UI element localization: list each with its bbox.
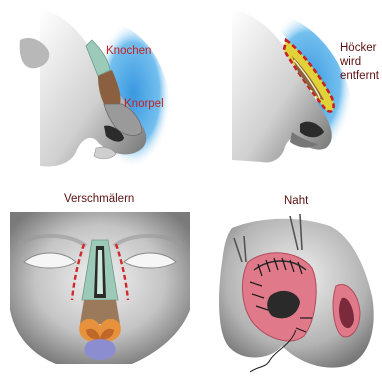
panel-top-right: [232, 10, 354, 163]
label-cartilage: Knorpel: [124, 98, 164, 111]
panel-top-left: [20, 10, 172, 168]
label-hump-line3: entfernt: [340, 70, 379, 83]
columella-frontal: [84, 339, 115, 360]
label-hump-line1: Höcker: [340, 42, 376, 55]
title-suture: Naht: [284, 195, 308, 208]
panel-bottom-left: [10, 212, 190, 364]
label-bone: Knochen: [106, 45, 151, 58]
label-hump-line2: wird: [340, 56, 361, 69]
title-narrowing: Verschmälern: [64, 193, 134, 206]
inner-bone-light: [97, 250, 103, 294]
panel-bottom-right: [219, 214, 374, 372]
